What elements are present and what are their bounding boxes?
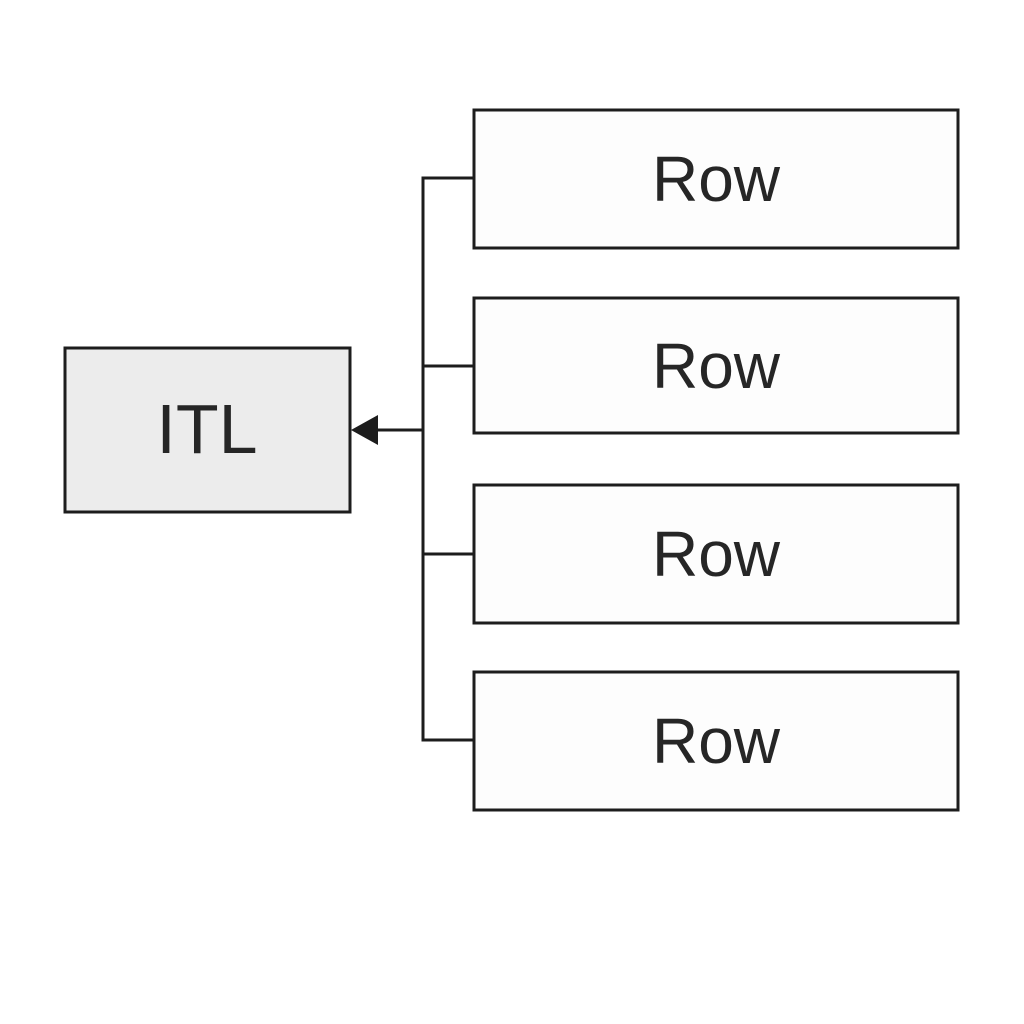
- row-node: Row: [472, 296, 960, 435]
- itl-box: [63, 346, 352, 514]
- row-box: [472, 670, 960, 812]
- row-label: Row: [652, 143, 781, 215]
- row-label: Row: [652, 518, 781, 590]
- row-node: Row: [472, 670, 960, 812]
- row-node: Row: [472, 483, 960, 625]
- left-arrowhead-icon: [351, 415, 378, 445]
- row-box: [472, 108, 960, 250]
- row-box: [472, 483, 960, 625]
- row-box: [472, 296, 960, 435]
- row-node: Row: [472, 108, 960, 250]
- row-label: Row: [652, 705, 781, 777]
- itl-node: ITL: [63, 346, 352, 514]
- itl-label: ITL: [156, 390, 257, 468]
- connector-tree: [374, 176, 474, 742]
- row-label: Row: [652, 330, 781, 402]
